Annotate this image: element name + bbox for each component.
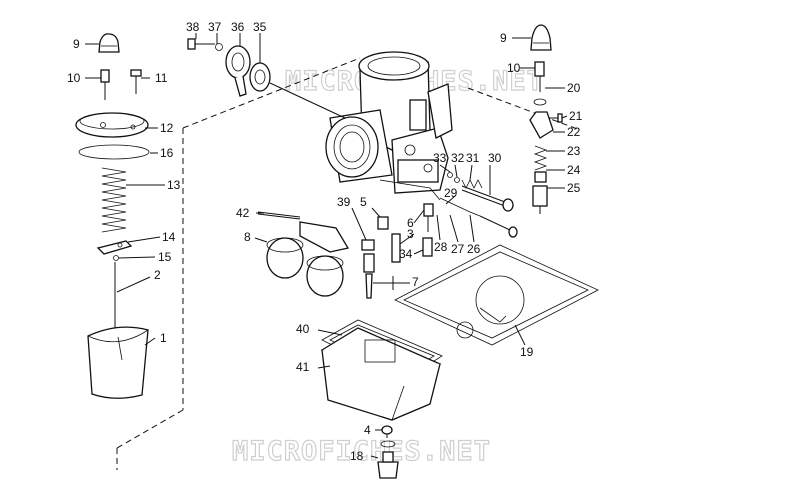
callout-23: 23 bbox=[567, 144, 581, 158]
part-10-adjuster-left bbox=[100, 69, 110, 100]
part-20-washer bbox=[533, 98, 547, 106]
callout-34: 34 bbox=[399, 247, 413, 261]
callout-19: 19 bbox=[520, 345, 534, 359]
part-6-pilot-jet bbox=[423, 203, 434, 232]
part-16-gasket-ring bbox=[78, 144, 150, 160]
callout-33: 33 bbox=[433, 151, 447, 165]
part-15-retainer bbox=[113, 255, 119, 261]
callout-39: 39 bbox=[337, 195, 351, 209]
callout-1: 1 bbox=[160, 331, 167, 345]
callout-24: 24 bbox=[567, 163, 581, 177]
callout-11: 11 bbox=[155, 71, 168, 85]
callout-9-right: 9 bbox=[500, 31, 507, 45]
part-23-spring-right bbox=[533, 145, 548, 171]
part-9-cap-left bbox=[98, 33, 120, 53]
part-36-thermo-cover bbox=[225, 45, 251, 97]
callout-9-left: 9 bbox=[73, 37, 80, 51]
callout-13: 13 bbox=[167, 178, 181, 192]
part-13-spring bbox=[101, 167, 127, 233]
part-30-idle-screw bbox=[461, 185, 514, 212]
part-4-washer bbox=[381, 425, 393, 438]
callout-4: 4 bbox=[364, 423, 371, 437]
callout-29: 29 bbox=[444, 186, 458, 200]
callout-35: 35 bbox=[253, 20, 267, 34]
callout-37: 37 bbox=[208, 20, 222, 34]
part-5-jet-holder bbox=[377, 216, 389, 230]
callout-26: 26 bbox=[467, 242, 481, 256]
callout-32: 32 bbox=[451, 151, 465, 165]
part-25-plunger bbox=[532, 185, 548, 214]
leader-lines bbox=[85, 37, 568, 459]
carburetor-body bbox=[325, 51, 453, 201]
callout-38: 38 bbox=[186, 20, 200, 34]
watermark-bottom: MICROFICHES.NET bbox=[232, 436, 491, 467]
part-14-clip-plate bbox=[96, 240, 133, 255]
part-12-cover-plate bbox=[75, 112, 149, 138]
callout-21: 21 bbox=[569, 109, 583, 123]
callout-15: 15 bbox=[158, 250, 172, 264]
callout-41: 41 bbox=[296, 360, 310, 374]
part-3-main-jet bbox=[391, 233, 401, 263]
part-35-diaphragm bbox=[249, 62, 271, 92]
callout-6: 6 bbox=[407, 216, 414, 230]
part-42-cable bbox=[257, 211, 301, 220]
callout-14: 14 bbox=[162, 230, 176, 244]
callout-10-right: 10 bbox=[507, 61, 521, 75]
callout-28: 28 bbox=[434, 240, 448, 254]
callout-12: 12 bbox=[160, 121, 174, 135]
part-19-gasket-set bbox=[394, 244, 599, 346]
part-18-drain-plug bbox=[377, 440, 399, 479]
callout-36: 36 bbox=[231, 20, 245, 34]
callout-25: 25 bbox=[567, 181, 581, 195]
assembly-boundary-lines bbox=[116, 57, 581, 470]
callout-18: 18 bbox=[350, 449, 364, 463]
callout-3: 3 bbox=[407, 227, 414, 241]
callout-31: 31 bbox=[466, 151, 480, 165]
callout-7: 7 bbox=[412, 275, 419, 289]
part-31-spring bbox=[461, 179, 483, 189]
part-22-bracket bbox=[529, 111, 554, 139]
callout-20: 20 bbox=[567, 81, 581, 95]
part-41-float-bowl bbox=[320, 327, 442, 421]
callout-30: 30 bbox=[488, 151, 502, 165]
callout-10-left: 10 bbox=[67, 71, 81, 85]
part-11-screw-left bbox=[130, 69, 142, 94]
part-38-screw-top bbox=[187, 38, 215, 50]
callout-22: 22 bbox=[567, 125, 581, 139]
leader-lines-top bbox=[195, 33, 346, 119]
part-34-emulsion-tube bbox=[422, 237, 433, 257]
callout-16: 16 bbox=[160, 146, 174, 160]
part-32-washer bbox=[454, 177, 460, 183]
callout-2: 2 bbox=[154, 268, 161, 282]
callout-27: 27 bbox=[451, 242, 465, 256]
callout-labels: 38 37 36 35 9 10 11 12 16 13 14 15 2 1 4… bbox=[67, 20, 583, 463]
callout-5: 5 bbox=[360, 195, 367, 209]
part-8-float-pair bbox=[266, 221, 350, 297]
part-37-washer bbox=[215, 43, 223, 51]
callout-42: 42 bbox=[236, 206, 250, 220]
part-26-mixture-screw bbox=[439, 197, 518, 238]
part-10-adjuster-right bbox=[534, 61, 545, 92]
part-39-needle-valve bbox=[361, 239, 375, 299]
callout-40: 40 bbox=[296, 322, 310, 336]
part-33-o-ring bbox=[447, 172, 453, 178]
part-1-throttle-slide bbox=[87, 326, 149, 399]
part-9-cap-right bbox=[530, 24, 552, 51]
callout-8: 8 bbox=[244, 230, 251, 244]
part-24-piston bbox=[534, 171, 547, 183]
